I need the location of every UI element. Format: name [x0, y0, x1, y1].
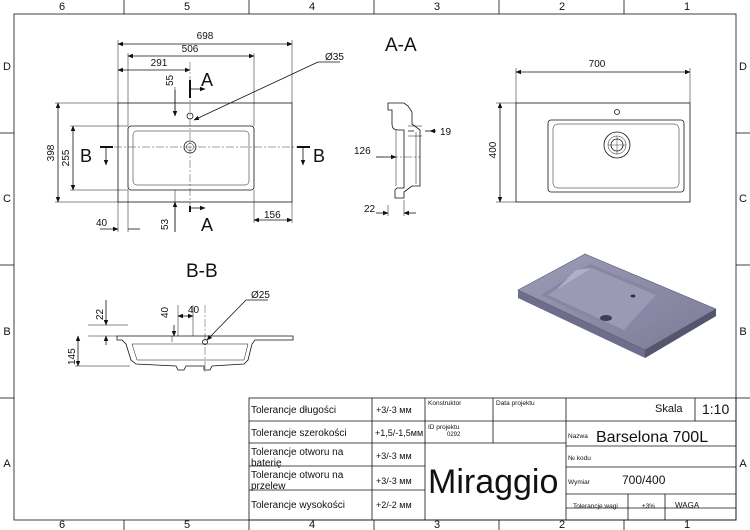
frame-row-c-right: C [739, 193, 747, 205]
section-bb-title: B-B [186, 261, 218, 282]
title-block-grid [248, 397, 737, 521]
dim-255: 255 [61, 149, 72, 166]
frame-row-a-right: A [739, 458, 747, 470]
no-kodu-label: № kodu [568, 455, 591, 462]
tolerancje-wagi-value: ±3% [642, 503, 655, 510]
frame-col-3-top: 3 [434, 1, 440, 13]
tolerance-length-label: Tolerancje długości [251, 405, 336, 416]
dim-506: 506 [182, 44, 199, 55]
dim-145: 145 [67, 348, 78, 365]
tolerance-height-value: +2/-2 мм [376, 500, 412, 510]
tolerance-width-label: Tolerancje szerokości [251, 428, 347, 439]
frame-row-c-left: C [3, 193, 11, 205]
skala-label: Skala [655, 403, 683, 415]
dim-40-vertical: 40 [160, 306, 171, 318]
brand-logo: Miraggio [428, 463, 558, 501]
frame-row-d-right: D [739, 61, 747, 73]
wymiar-value: 700/400 [622, 473, 666, 487]
tolerance-overflow-label-line2: przelew [251, 481, 286, 492]
tolerance-tap-hole-label-line1: Tolerancje otworu na [251, 447, 344, 458]
dim-398: 398 [46, 144, 57, 161]
skala-value: 1:10 [702, 401, 729, 417]
dim-400: 400 [488, 141, 499, 158]
tolerance-overflow-label-line1: Tolerancje otworu na [251, 470, 344, 481]
dim-53: 53 [160, 218, 171, 230]
id-projektu-label: ID projektu [428, 424, 460, 431]
frame-row-d-left: D [3, 61, 11, 73]
id-projektu-value: 0292 [447, 432, 461, 438]
tolerance-height-label: Tolerancje wysokości [251, 500, 345, 511]
section-marker-a-bottom: A [201, 215, 213, 235]
frame-col-6-top: 6 [59, 1, 65, 13]
dim-22-aa: 22 [364, 204, 376, 215]
frame-col-4-top: 4 [309, 1, 315, 13]
section-marker-b-left: B [80, 146, 92, 166]
dim-22-bb: 22 [95, 308, 106, 320]
dim-156: 156 [264, 210, 281, 221]
plan-view-right [496, 68, 691, 203]
section-marker-a-top: A [201, 70, 213, 90]
dim-291: 291 [151, 58, 168, 69]
dim-40-horizontal: 40 [188, 305, 200, 316]
section-aa-title: A-A [385, 35, 417, 56]
section-marker-b-right: B [313, 146, 325, 166]
tolerancje-wagi-label: Tolerancje wagi [573, 503, 618, 510]
frame-col-5-bottom: 5 [184, 519, 190, 530]
tolerance-tap-hole-label-line2: baterię [251, 458, 282, 469]
tolerance-tap-hole-value: +3/-3 мм [376, 451, 412, 461]
frame-row-b-right: B [739, 326, 746, 338]
frame-col-1-bottom: 1 [684, 519, 690, 530]
frame-col-2-top: 2 [559, 1, 565, 13]
frame-col-1-top: 1 [684, 1, 690, 13]
dim-55: 55 [165, 74, 176, 86]
frame-row-a-left: A [3, 458, 11, 470]
konstruktor-label: Konstruktor [428, 400, 462, 407]
frame-col-5-top: 5 [184, 1, 190, 13]
top-view [55, 40, 340, 232]
section-aa-view [376, 102, 436, 216]
waga-label: WAGA [675, 501, 700, 510]
dim-698: 698 [197, 31, 214, 42]
frame-col-4-bottom: 4 [309, 519, 315, 530]
dim-700: 700 [589, 59, 606, 70]
dim-diameter-35: Ø35 [325, 52, 344, 63]
frame-col-3-bottom: 3 [434, 519, 440, 530]
frame-row-b-left: B [3, 326, 10, 338]
wymiar-label: Wymiar [568, 479, 591, 486]
data-projektu-label: Data projektu [496, 400, 535, 407]
dim-diameter-25: Ø25 [251, 290, 270, 301]
sink-3d-render [517, 253, 717, 358]
dim-40-left: 40 [96, 218, 108, 229]
dim-126: 126 [354, 146, 371, 157]
tolerance-overflow-value: +3/-3 мм [376, 476, 412, 486]
frame-col-6-bottom: 6 [59, 519, 65, 530]
dim-19: 19 [440, 127, 452, 138]
section-bb-view [75, 299, 294, 372]
frame-col-2-bottom: 2 [559, 519, 565, 530]
product-name: Barselona 700L [596, 429, 708, 446]
tolerance-width-value: +1,5/-1,5мм [375, 428, 423, 438]
nazwa-label: Nazwa [568, 433, 588, 440]
tolerance-length-value: +3/-3 мм [376, 405, 412, 415]
